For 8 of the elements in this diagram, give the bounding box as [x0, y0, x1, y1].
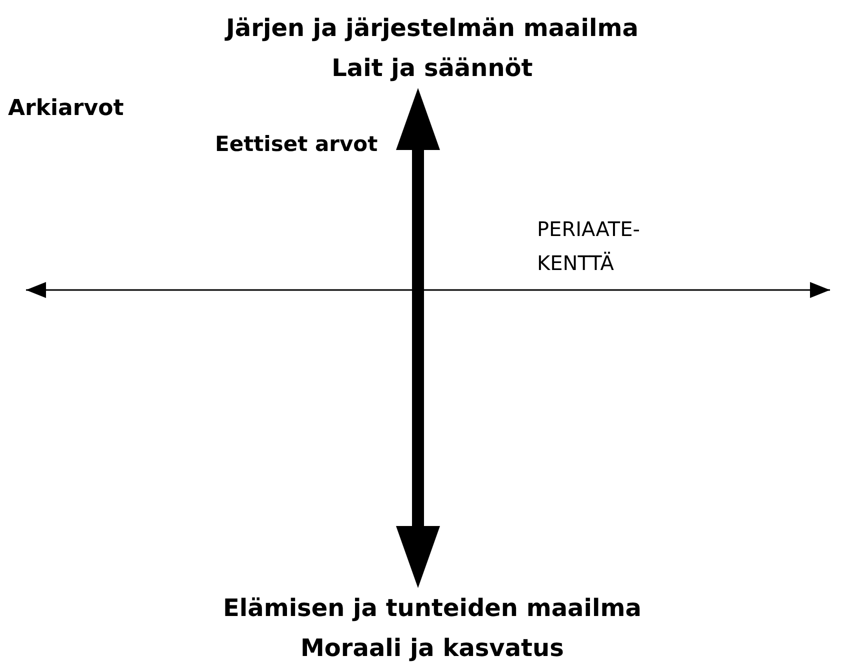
- annotation-text: Arkiarvot: [8, 95, 124, 123]
- heading-text: Elämisen ja tunteiden maailma: [223, 593, 642, 624]
- heading-text: Järjen ja järjestelmän maailma: [226, 13, 638, 44]
- subheading-text: Lait ja säännöt: [330, 53, 534, 84]
- annotation-text: PERIAATE- KENTTÄ: [537, 216, 641, 277]
- double-arrow: [396, 88, 440, 588]
- annotation-text: Eettiset arvot: [215, 131, 378, 158]
- subheading-text: Moraali ja kasvatus: [300, 633, 565, 663]
